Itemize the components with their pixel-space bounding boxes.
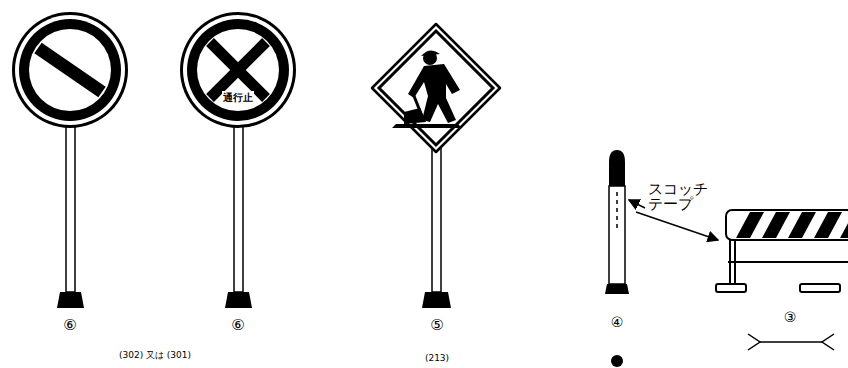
delineator-post	[605, 150, 629, 367]
sign-code: (213)	[425, 354, 449, 364]
callout-number: ⑥	[231, 317, 244, 334]
barricade	[716, 210, 848, 292]
sign-code: (302) 又は (301)	[119, 351, 191, 361]
callout-number: ⑤	[430, 317, 443, 334]
callout-number: ③	[784, 310, 797, 325]
road-works-sign	[372, 24, 500, 308]
tape-label: スコッチ テープ	[648, 182, 713, 212]
callout-number: ④	[611, 315, 624, 330]
no-parking-sign	[12, 12, 128, 308]
sign-text: 通行止	[222, 91, 254, 105]
dimension-mark	[748, 334, 834, 350]
callout-number: ⑥	[63, 317, 76, 334]
sign-face: 通行止	[218, 90, 258, 106]
road-closed-sign	[180, 12, 296, 308]
